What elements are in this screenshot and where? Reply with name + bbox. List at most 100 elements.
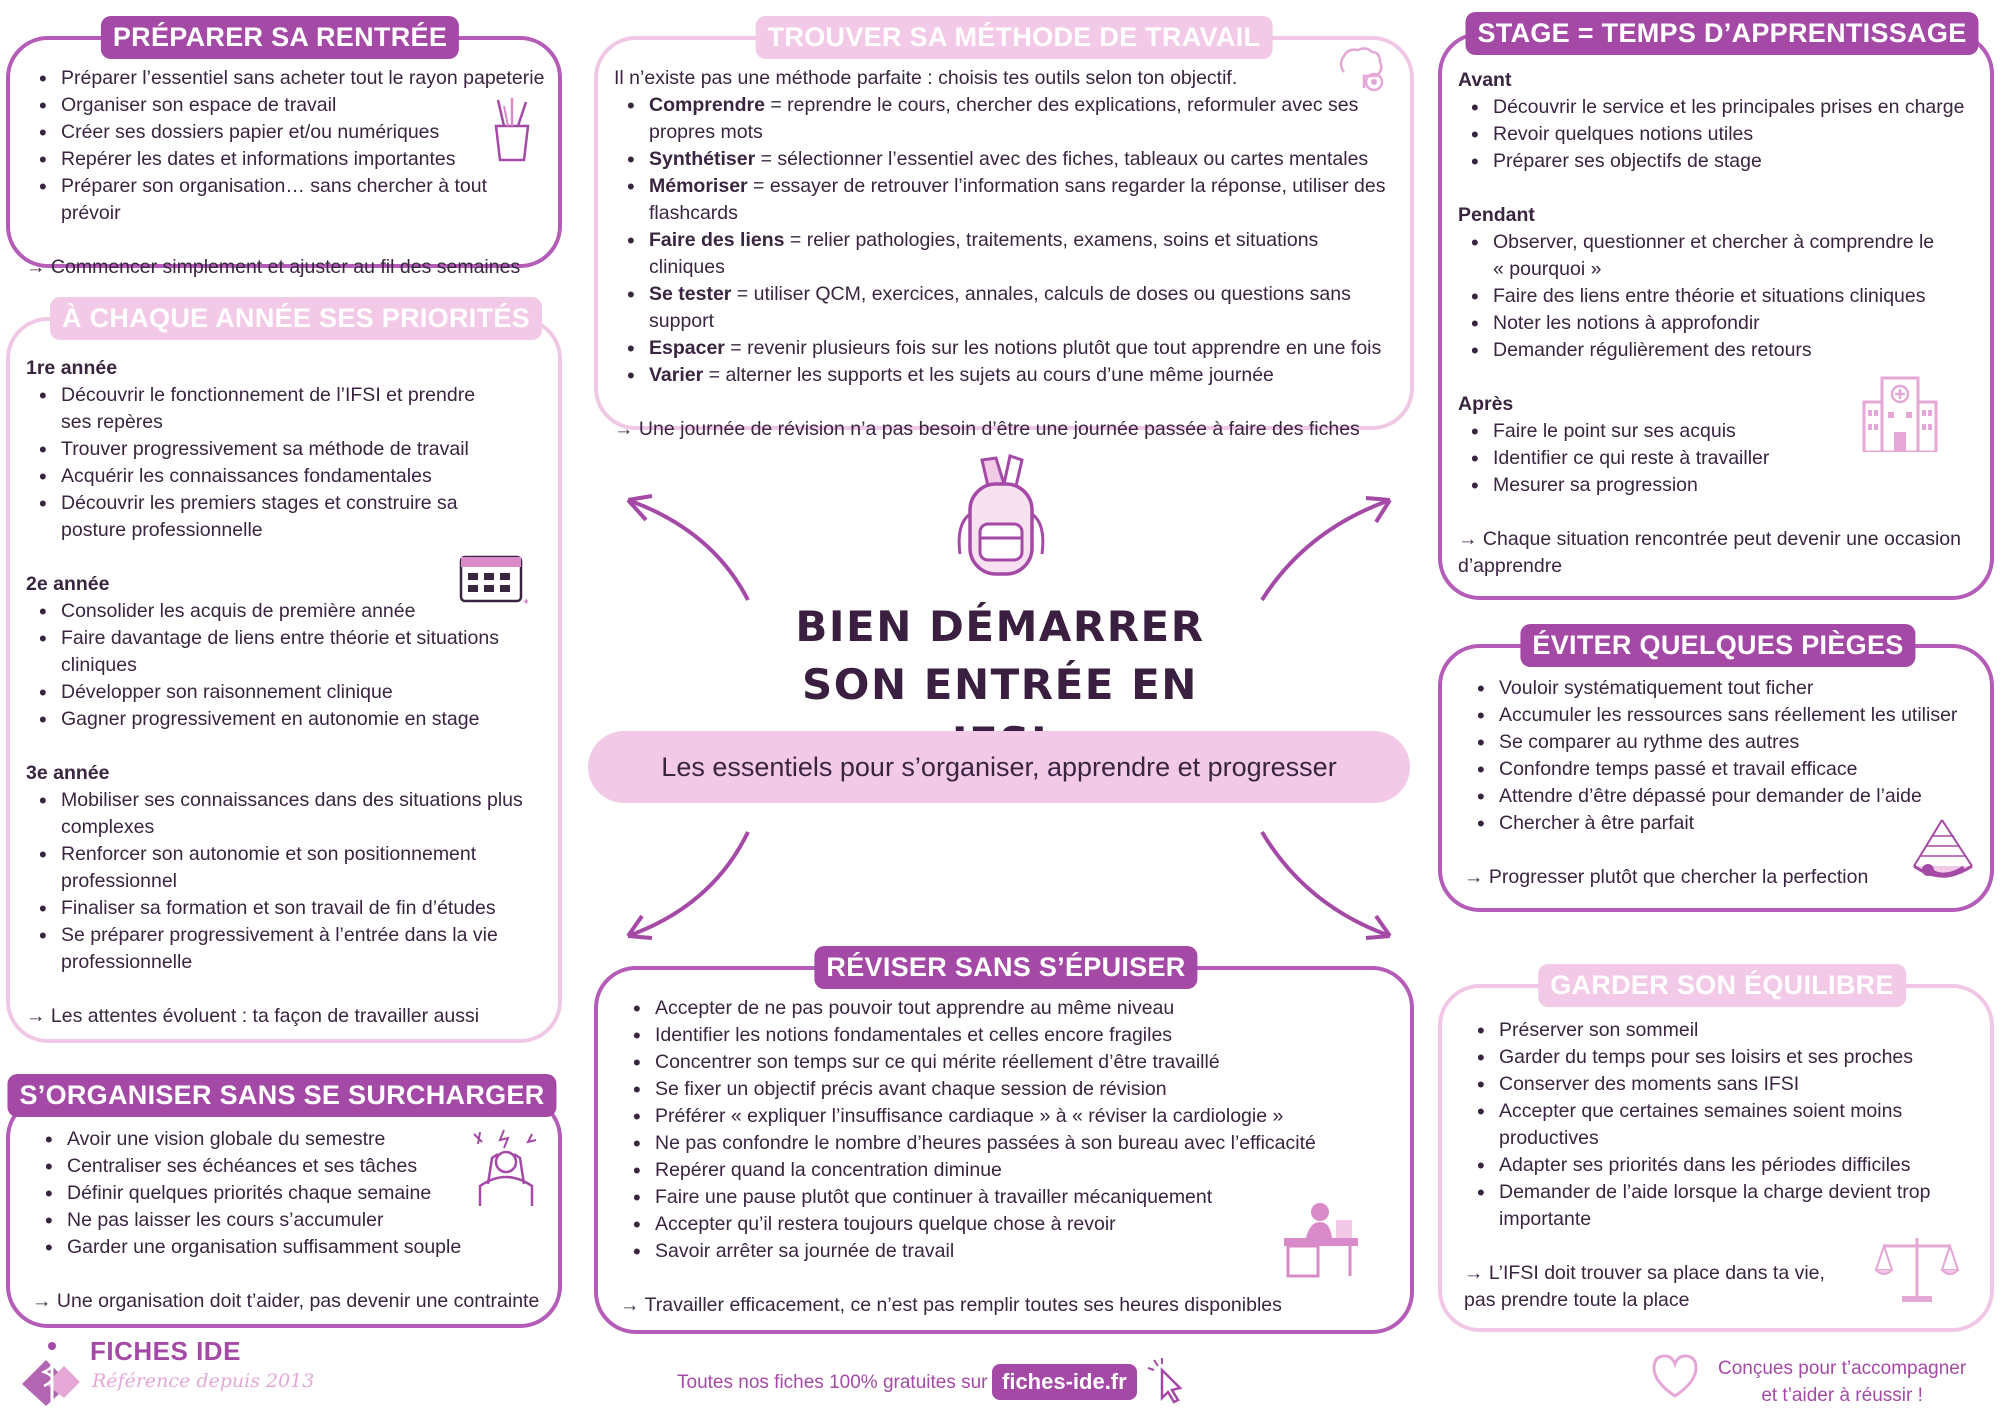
arrow-bottom-left-icon (626, 831, 750, 940)
definition: = relier pathologies, traitements, exame… (649, 229, 1319, 278)
term: Synthétiser (649, 148, 756, 170)
footer-tagline: Conçues pour t’accompagner et t’aider à … (1718, 1355, 1966, 1409)
section-heading: Pendant (1458, 204, 1535, 226)
panel-body: Vouloir systématiquement tout ficher Acc… (1464, 675, 1978, 891)
footer-text: Toutes nos fiches 100% gratuites sur (677, 1372, 988, 1393)
conclusion: → Commencer simplement et ajuster au fil… (26, 256, 521, 278)
section-heading: 1re année (26, 357, 118, 379)
definition: = sélectionner l’essentiel avec des fich… (755, 148, 1369, 170)
list-item: Faire une pause plutôt que continuer à t… (620, 1184, 1398, 1211)
section-heading: Avant (1458, 69, 1512, 91)
list-item: Trouver progressivement sa méthode de tr… (26, 436, 546, 463)
panel-equilibre: GARDER SON ÉQUILIBRE Préserver son somme… (1438, 964, 1994, 1332)
term: Comprendre (649, 94, 765, 116)
panel-body: Accepter de ne pas pouvoir tout apprendr… (620, 995, 1398, 1319)
list-item: Faire davantage de liens entre théorie e… (26, 625, 546, 679)
list-item: Organiser son espace de travail (26, 92, 546, 119)
hospital-icon (1862, 376, 1938, 452)
hammock-icon (1913, 819, 1973, 878)
section-heading: 3e année (26, 762, 110, 784)
list-item: Avoir une vision globale du semestre (32, 1126, 546, 1153)
heart-icon (1652, 1354, 1698, 1398)
list-item: Attendre d’être dépassé pour demander de… (1464, 783, 1978, 810)
list-item: Comprendre = reprendre le cours, cherche… (614, 92, 1390, 146)
list-item: Repérer quand la concentration diminue (620, 1157, 1398, 1184)
panel-title: À CHAQUE ANNÉE SES PRIORITÉS (50, 297, 542, 340)
intro-text: Il n’existe pas une méthode parfaite : c… (614, 67, 1238, 89)
definition: = alterner les supports et les sujets au… (703, 364, 1274, 386)
list-item: Mesurer sa progression (1458, 472, 1978, 499)
list-item: Faire des liens entre théorie et situati… (1458, 283, 1978, 310)
list-item: Créer ses dossiers papier et/ou numériqu… (26, 119, 546, 146)
panel-pieges: ÉVITER QUELQUES PIÈGES Vouloir systémati… (1438, 624, 1994, 912)
list-item: Demander régulièrement des retours (1458, 337, 1978, 364)
list-item: Noter les notions à approfondir (1458, 310, 1978, 337)
list-item: Identifier les notions fondamentales et … (620, 1022, 1398, 1049)
list-item: Identifier ce qui reste à travailler (1458, 445, 1978, 472)
list-item: Adapter ses priorités dans les périodes … (1464, 1152, 1978, 1179)
list-item: Concentrer son temps sur ce qui mérite r… (620, 1049, 1398, 1076)
panel-body: Préparer l’essentiel sans acheter tout l… (26, 65, 546, 281)
term: Mémoriser (649, 175, 748, 197)
panel-title: ÉVITER QUELQUES PIÈGES (1520, 624, 1916, 667)
list-item: Définir quelques priorités chaque semain… (32, 1180, 546, 1207)
list-item: Accepter que certaines semaines soient m… (1464, 1098, 1978, 1152)
list-item: Se préparer progressivement à l’entrée d… (26, 922, 546, 976)
panel-body: 1re année Découvrir le fonctionnement de… (26, 355, 546, 1030)
list-item: Préparer ses objectifs de stage (1458, 148, 1978, 175)
conclusion: → Une organisation doit t’aider, pas dev… (32, 1290, 540, 1312)
brain-gear-icon (1339, 47, 1384, 92)
list-item: Accepter de ne pas pouvoir tout apprendr… (620, 995, 1398, 1022)
cursor-click-icon (1147, 1358, 1183, 1404)
list-item: Varier = alterner les supports et les su… (614, 362, 1390, 389)
svg-text:✦: ✦ (522, 597, 528, 607)
arrow-top-left-icon (626, 494, 750, 601)
arrow-bottom-right-icon (1260, 830, 1392, 940)
list-item: Développer son raisonnement clinique (26, 679, 546, 706)
list-item: Ne pas laisser les cours s’accumuler (32, 1207, 546, 1234)
list-item: Préférer « expliquer l’insuffisance card… (620, 1103, 1398, 1130)
list-item: Préserver son sommeil (1464, 1017, 1978, 1044)
list-item: Accumuler les ressources sans réellement… (1464, 702, 1978, 729)
list-item: Gagner progressivement en autonomie en s… (26, 706, 546, 733)
term: Faire des liens (649, 229, 785, 251)
backpack-icon (957, 454, 1045, 576)
list-item: Se tester = utiliser QCM, exercices, ann… (614, 281, 1390, 335)
list-item: Savoir arrêter sa journée de travail (620, 1238, 1398, 1265)
panel-stage: STAGE = TEMPS D’APPRENTISSAGE Avant Déco… (1438, 12, 1994, 600)
logo-name: FICHES IDE (90, 1336, 241, 1366)
panel-title: TROUVER SA MÉTHODE DE TRAVAIL (755, 16, 1273, 59)
term: Varier (649, 364, 704, 386)
list-item: Chercher à être parfait (1464, 810, 1978, 837)
list-item: Confondre temps passé et travail efficac… (1464, 756, 1978, 783)
list-item: Préparer son organisation… sans chercher… (26, 173, 546, 227)
panel-title: STAGE = TEMPS D’APPRENTISSAGE (1465, 12, 1979, 55)
main-title-line1: BIEN DÉMARRER (795, 602, 1205, 651)
conclusion: → Chaque situation rencontrée peut deven… (1458, 528, 1961, 577)
panel-organiser: S’ORGANISER SANS SE SURCHARGER Avoir une… (6, 1074, 562, 1328)
arrow-top-right-icon (1260, 496, 1392, 602)
list-item: Repérer les dates et informations import… (26, 146, 546, 173)
list-item: Découvrir les premiers stages et constru… (26, 490, 546, 544)
term: Se tester (649, 283, 732, 305)
student-desk-icon (1284, 1203, 1358, 1278)
list-item: Demander de l’aide lorsque la charge dev… (1464, 1179, 1978, 1233)
list-item: Accepter qu’il restera toujours quelque … (620, 1211, 1398, 1238)
list-item: Découvrir le service et les principales … (1458, 94, 1978, 121)
list-item: Acquérir les connaissances fondamentales (26, 463, 546, 490)
panel-title: RÉVISER SANS S’ÉPUISER (814, 946, 1198, 989)
panel-body: Avant Découvrir le service et les princi… (1458, 67, 1978, 580)
list-item: Conserver des moments sans IFSI (1464, 1071, 1978, 1098)
calendar-icon: ✦ (459, 555, 528, 607)
list-item: Se comparer au rythme des autres (1464, 729, 1978, 756)
scale-icon (1874, 1238, 1960, 1302)
panel-title: GARDER SON ÉQUILIBRE (1538, 964, 1906, 1007)
logo-tagline: Référence depuis 2013 (92, 1370, 315, 1392)
footer-tagline-line2: et t’aider à réussir ! (1761, 1385, 1923, 1406)
section-heading: Après (1458, 393, 1514, 415)
definition: = utiliser QCM, exercices, annales, calc… (649, 283, 1351, 332)
list-item: Préparer l’essentiel sans acheter tout l… (26, 65, 546, 92)
list-item: Garder du temps pour ses loisirs et ses … (1464, 1044, 1978, 1071)
site-link[interactable]: fiches-ide.fr (992, 1364, 1137, 1400)
definition: = reprendre le cours, chercher des expli… (649, 94, 1359, 143)
